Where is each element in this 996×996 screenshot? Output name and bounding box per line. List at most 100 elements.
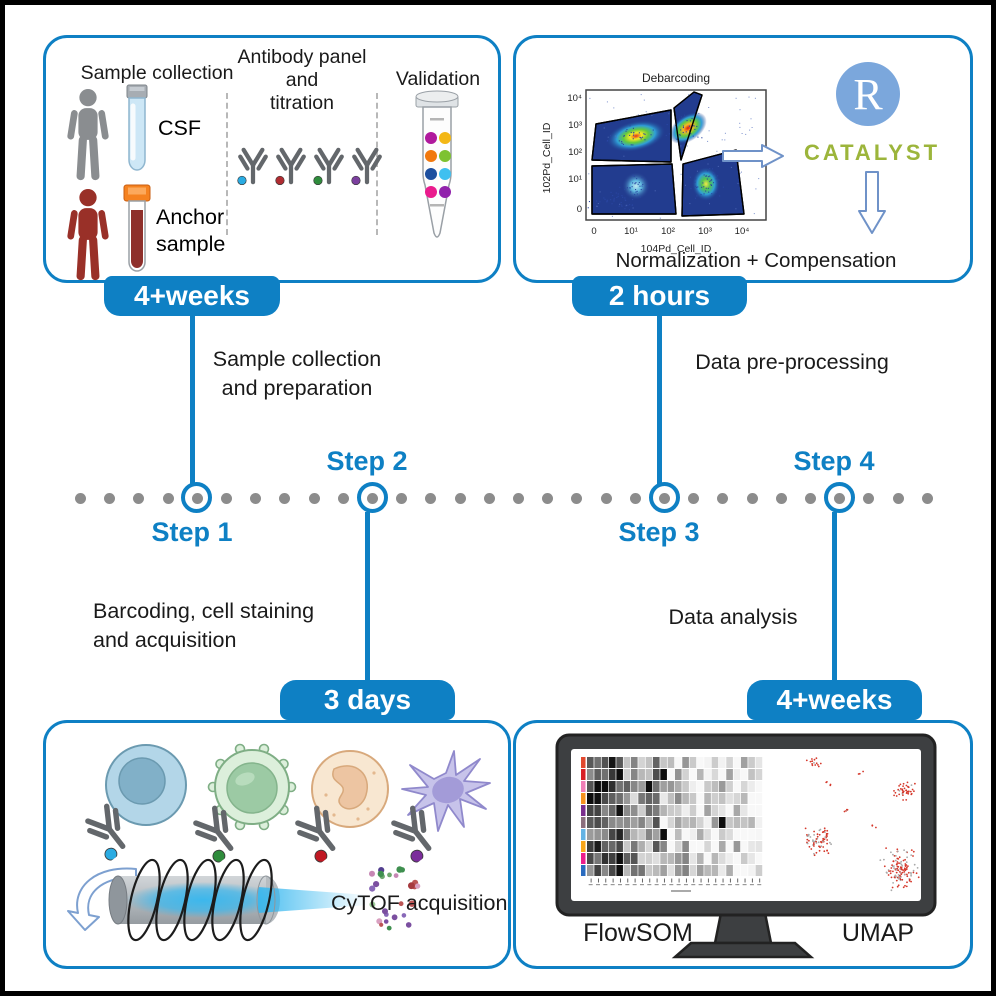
csf-label: CSF: [158, 116, 201, 140]
arrow-right-icon: [722, 144, 784, 168]
r-logo-letter: R: [853, 69, 883, 119]
timeline-dot: [688, 492, 700, 504]
duration-badge-step3: 2 hours: [572, 276, 747, 316]
panel-data-preprocessing: Debarcoding: [513, 35, 973, 283]
anchor-tube-icon: [123, 184, 151, 272]
cytof-caption: CyTOF acquisition: [331, 891, 508, 915]
step3-label: Step 3: [618, 517, 700, 547]
monocyte-cell-icon: [311, 750, 389, 828]
cytof-nebulizer-icon: [108, 858, 421, 942]
flowsom-label: FlowSOM: [583, 919, 693, 947]
svg-text:10³: 10³: [698, 226, 712, 237]
timeline-dot: [221, 492, 232, 504]
timeline-dot: [805, 492, 816, 504]
lymphocyte-cell-icon: [105, 744, 187, 826]
catalyst-label: CATALYST: [803, 140, 941, 165]
timeline-dot: [600, 492, 612, 504]
arrow-down-icon: [858, 171, 886, 234]
svg-text:10¹: 10¹: [568, 174, 582, 185]
recycle-arrow-icon: [67, 867, 137, 931]
svg-text:104Pd_Cell_ID: 104Pd_Cell_ID: [641, 243, 712, 255]
svg-text:10⁴: 10⁴: [735, 226, 750, 237]
validation-heading: Validation: [395, 68, 481, 90]
timeline-dot: [659, 492, 670, 504]
timeline-dot: [717, 492, 729, 504]
timeline-dot: [367, 492, 378, 504]
antibody-icon: [351, 146, 384, 186]
timeline-dot: [308, 492, 320, 504]
phase4-label: Data analysis: [668, 605, 798, 629]
nk-cell-icon: [207, 743, 297, 831]
timeline-dot: [629, 492, 641, 504]
phase2-label: Barcoding, cell staining and acquisition: [93, 599, 315, 653]
step-marker-ring: [823, 482, 855, 513]
anchor-sample-label: Anchor sample: [156, 205, 226, 256]
timeline-dot: [191, 492, 203, 504]
svg-text:10¹: 10¹: [624, 226, 638, 237]
antibody-icon: [275, 146, 308, 186]
timeline-dot: [454, 492, 466, 504]
validation-tube-icon: [415, 90, 459, 238]
monitor-icon: [555, 733, 937, 959]
duration-badge-step1: 4+weeks: [104, 276, 280, 316]
timeline-dot: [75, 492, 86, 504]
person-red-icon: [62, 188, 114, 284]
step-marker-ring: [181, 482, 213, 513]
umap-plot: [804, 757, 920, 892]
plot-density-noise: [587, 94, 760, 219]
timeline-dot: [863, 492, 875, 504]
flowsom-heatmap: [581, 757, 763, 892]
timeline-dot: [834, 492, 846, 504]
normalization-caption: Normalization + Compensation: [615, 249, 897, 272]
svg-text:10⁴: 10⁴: [567, 93, 582, 104]
svg-text:102Pd_Cell_ID: 102Pd_Cell_ID: [541, 122, 553, 193]
svg-text:10²: 10²: [661, 226, 675, 237]
duration-badge-step4: 4+weeks: [747, 680, 922, 720]
step-marker-ring: [356, 482, 388, 513]
svg-text:0: 0: [591, 226, 596, 237]
timeline-dot: [746, 492, 758, 504]
timeline-dot: [279, 492, 291, 504]
connector-step3: [657, 277, 662, 486]
antibody-icon: [313, 146, 346, 186]
timeline-dot: [133, 492, 145, 504]
timeline-dot: [425, 492, 437, 504]
timeline-dot: [921, 492, 933, 504]
timeline-dot: [162, 492, 174, 504]
svg-text:10³: 10³: [568, 120, 582, 131]
step2-label: Step 2: [326, 446, 408, 476]
svg-text:10²: 10²: [568, 147, 582, 158]
svg-text:Debarcoding: Debarcoding: [642, 71, 710, 85]
timeline-dot: [542, 492, 554, 504]
csf-tube-icon: [126, 84, 148, 171]
timeline-dot: [250, 492, 262, 504]
antibody-icon: [237, 146, 270, 186]
timeline-dot: [892, 492, 904, 504]
umap-label: UMAP: [841, 919, 915, 947]
timeline-dot: [571, 492, 583, 504]
step1-label: Step 1: [151, 517, 233, 547]
connector-step4: [832, 512, 837, 684]
divider-left: [226, 93, 228, 235]
step-marker-ring: [648, 482, 680, 513]
timeline-dot: [396, 492, 408, 504]
phase3-label: Data pre-processing: [695, 350, 889, 374]
person-gray-icon: [62, 88, 114, 184]
sample-collection-heading: Sample collection: [80, 62, 234, 84]
panel-data-analysis: FlowSOM UMAP: [513, 720, 973, 969]
panel-barcoding-acquisition: CyTOF acquisition: [43, 720, 511, 969]
panel-sample-collection: Sample collection CSF Anchor sample Anti…: [43, 35, 501, 283]
connector-step1: [190, 277, 195, 486]
dendritic-cell-icon: [401, 750, 491, 832]
connector-step2: [365, 512, 370, 684]
timeline-dot: [775, 492, 787, 504]
duration-badge-step2: 3 days: [280, 680, 455, 720]
timeline-dot: [513, 492, 524, 504]
timeline-dot: [104, 492, 116, 504]
ion-spray-dots: [369, 866, 421, 931]
svg-text:0: 0: [577, 204, 582, 215]
r-logo: R: [836, 62, 900, 126]
debarcoding-plot: Debarcoding: [541, 71, 767, 255]
phase1-label: Sample collection and preparation: [212, 347, 382, 401]
